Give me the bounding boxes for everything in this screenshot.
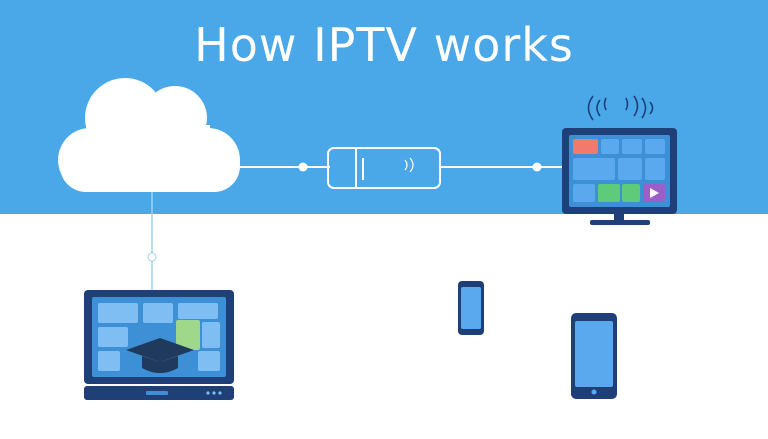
page-title: How IPTV works xyxy=(194,18,574,72)
connection-lines xyxy=(147,162,562,292)
tablet-icon xyxy=(571,313,617,399)
smartphone-icon xyxy=(458,281,484,335)
junction-dot-left xyxy=(298,162,308,172)
graduation-cap-icon xyxy=(126,338,194,373)
smart-tv-icon xyxy=(562,128,677,225)
wifi-signal-icon xyxy=(587,95,654,121)
laptop-icon xyxy=(84,290,234,400)
junction-dot-right xyxy=(532,162,542,172)
cloud-icon xyxy=(58,78,240,192)
junction-dot-down xyxy=(147,252,157,262)
router-icon xyxy=(327,147,441,189)
